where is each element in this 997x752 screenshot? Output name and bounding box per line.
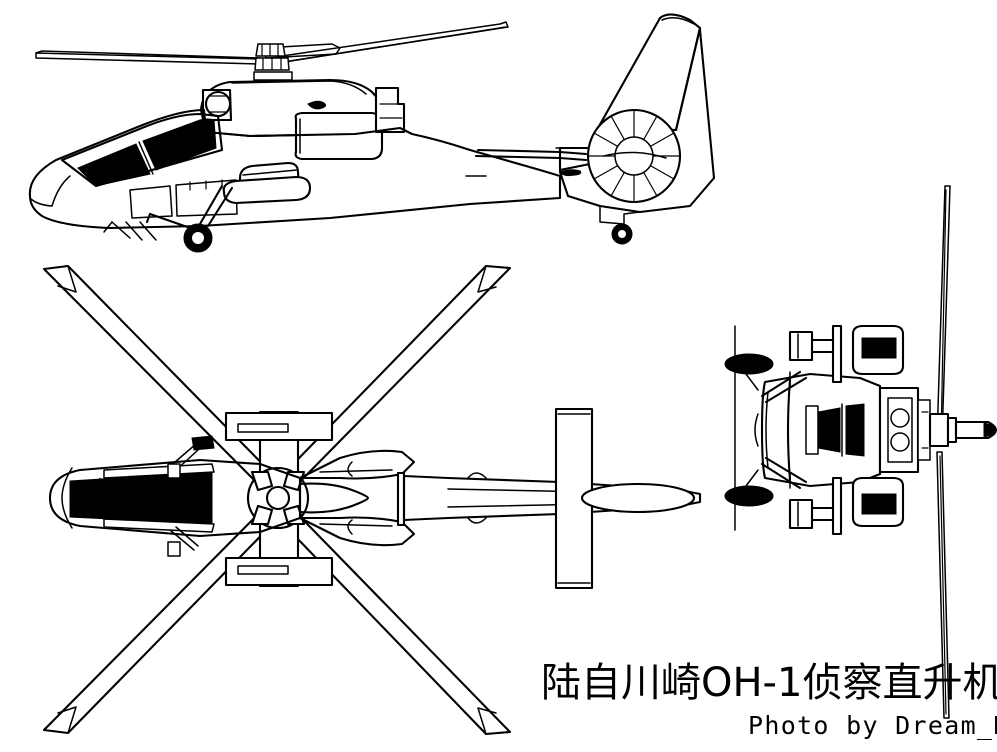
fenestron-side bbox=[558, 26, 716, 214]
fenestron-plan bbox=[580, 482, 696, 514]
mast-sensor-side bbox=[201, 88, 233, 122]
horizontal-stabilizer-plan bbox=[554, 407, 594, 590]
engine-cowls-plan bbox=[298, 449, 416, 547]
rotor-head-side bbox=[253, 43, 293, 81]
photo-credit: Photo by Dream_Riser bbox=[748, 711, 997, 740]
mast-sight-plan bbox=[167, 435, 215, 557]
sponson-lower-front bbox=[851, 476, 905, 528]
engine-intakes-front bbox=[878, 386, 931, 474]
weapon-pylon-upper-front bbox=[788, 324, 843, 384]
canopy-plan bbox=[69, 463, 215, 533]
canopy-side bbox=[60, 112, 224, 188]
main-rotor-plane-front bbox=[936, 185, 951, 719]
rotor-hub-plan bbox=[246, 466, 310, 530]
main-landing-gear-side bbox=[103, 184, 234, 253]
engine-nacelle-side bbox=[294, 111, 384, 161]
canopy-front bbox=[817, 403, 865, 457]
mast-sensor-front bbox=[805, 405, 819, 455]
fuselage-side bbox=[28, 108, 562, 230]
drawing-title-chinese: 陆自川崎OH-1侦察直升机 bbox=[541, 660, 997, 706]
nose-probe-front bbox=[954, 420, 997, 440]
exhaust-stack-side bbox=[374, 86, 406, 134]
weapon-pylon-lower-front bbox=[788, 476, 843, 536]
side-elevation-view bbox=[28, 13, 716, 253]
rotor-hub-front bbox=[928, 412, 958, 448]
top-plan-view bbox=[42, 264, 702, 736]
tail-gear-side bbox=[599, 205, 641, 245]
sponson-upper-front bbox=[851, 324, 905, 376]
fuselage-panels-side bbox=[129, 179, 238, 219]
landing-gear-front bbox=[724, 353, 808, 507]
stub-wing-pylon-side bbox=[222, 161, 312, 205]
front-elevation-view bbox=[724, 185, 997, 719]
